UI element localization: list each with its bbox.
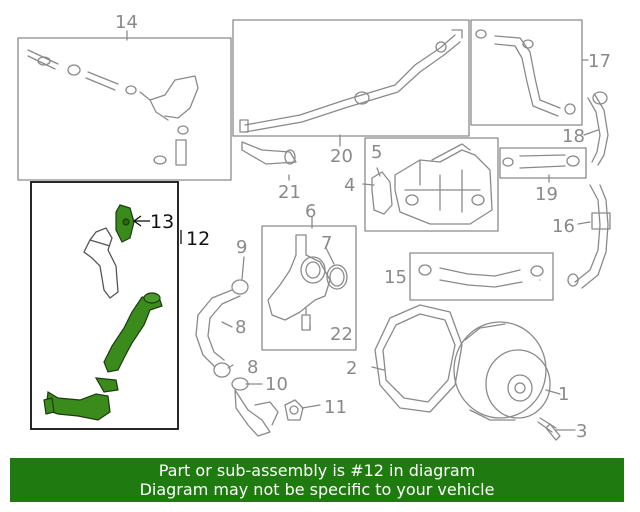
banner-line-1: Part or sub-assembly is #12 in diagram xyxy=(158,461,476,480)
notice-banner: Part or sub-assembly is #12 in diagram D… xyxy=(10,458,624,502)
group-5-box xyxy=(364,137,499,232)
callout-4: 4 xyxy=(344,175,355,196)
callout-21: 21 xyxy=(278,182,301,203)
part-9-clamp xyxy=(231,279,249,295)
callout-9: 9 xyxy=(236,237,247,258)
part-6-outlet xyxy=(267,234,331,321)
callout-20: 20 xyxy=(330,146,353,167)
callout-8-lower: 8 xyxy=(247,357,258,378)
part-19-hose xyxy=(502,154,580,169)
part-4-gasket xyxy=(371,171,393,215)
callout-7: 7 xyxy=(321,233,332,254)
part-11-gasket xyxy=(284,399,304,421)
part-1-water-pump xyxy=(453,321,551,421)
callout-2: 2 xyxy=(346,358,357,379)
callout-13: 13 xyxy=(150,211,174,233)
part-8-hose xyxy=(195,289,241,378)
part-7-seal xyxy=(326,264,348,290)
callout-17: 17 xyxy=(588,51,611,72)
group-6-box xyxy=(261,225,357,351)
callout-6: 6 xyxy=(305,201,316,222)
group-19-box xyxy=(499,147,587,179)
part-12-hose-assembly xyxy=(43,292,163,421)
parts-diagram: 14 20 17 18 19 16 15 21 5 4 6 7 22 9 8 8… xyxy=(17,12,611,442)
callout-15: 15 xyxy=(384,267,407,288)
part-22-sensor xyxy=(301,307,311,331)
part-14-hose-assembly xyxy=(27,49,199,166)
part-5-thermostat-housing xyxy=(394,143,493,225)
part-3-bolt xyxy=(537,417,561,441)
callout-22: 22 xyxy=(330,324,353,345)
group-20-box xyxy=(232,19,470,137)
banner-line-2: Diagram may not be specific to your vehi… xyxy=(139,480,495,499)
part-16-hose xyxy=(567,184,611,289)
callout-12: 12 xyxy=(186,228,210,250)
part-13-sensor xyxy=(115,204,135,243)
part-15-hose xyxy=(418,264,544,288)
callout-19: 19 xyxy=(535,184,558,205)
callout-5: 5 xyxy=(371,142,382,163)
callout-11: 11 xyxy=(324,397,347,418)
part-18-hose xyxy=(587,91,609,166)
group-12-highlight-box xyxy=(30,181,179,430)
callout-1: 1 xyxy=(558,384,569,405)
callout-8-upper: 8 xyxy=(235,317,246,338)
part-17-hose xyxy=(475,29,576,117)
callout-18: 18 xyxy=(562,126,585,147)
callout-3: 3 xyxy=(576,421,587,442)
callout-10: 10 xyxy=(265,374,288,395)
callout-16: 16 xyxy=(552,216,575,237)
part-12-outlet-pipe xyxy=(83,227,119,299)
group-14-box xyxy=(17,37,232,181)
part-21-sensor xyxy=(241,141,297,165)
part-2-gasket xyxy=(374,304,463,413)
part-20-pipe xyxy=(239,29,463,133)
group-15-box xyxy=(409,252,554,301)
group-17-box xyxy=(470,19,583,126)
callout-14: 14 xyxy=(115,12,138,33)
